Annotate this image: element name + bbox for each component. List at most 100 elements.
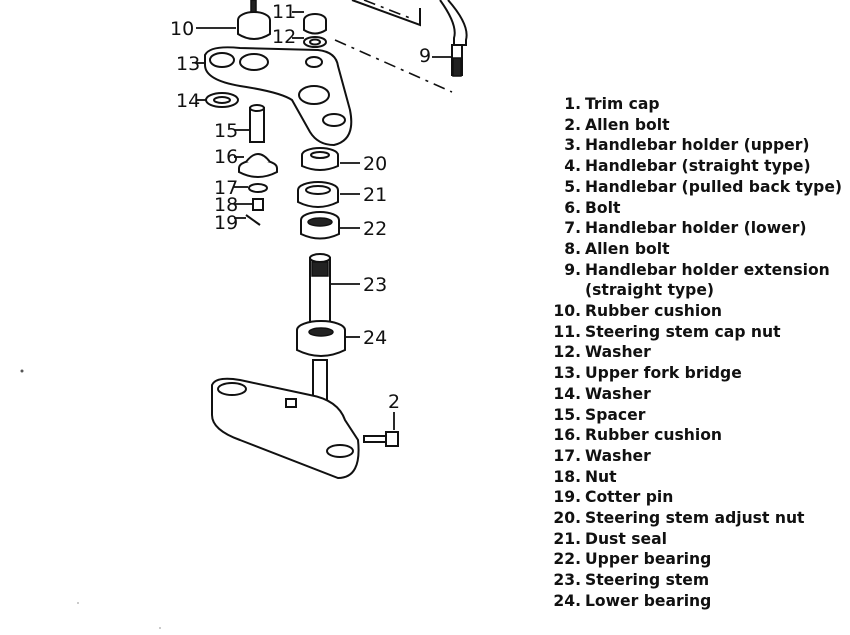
washer-14 bbox=[205, 92, 239, 108]
legend-item-number: 24. bbox=[553, 591, 581, 610]
rubber-cushion-top bbox=[196, 0, 271, 40]
legend-item-number: 9. bbox=[564, 260, 581, 279]
legend-item-text: Washer bbox=[585, 446, 651, 465]
callout-9: 9 bbox=[419, 45, 431, 67]
legend-item: 23.Steering stem bbox=[552, 570, 842, 591]
legend-item-text: Trim cap bbox=[585, 95, 660, 113]
legend-item-number: 23. bbox=[553, 571, 581, 590]
callout-13: 13 bbox=[176, 53, 200, 75]
exploded-diagram: 2 9 10 11 12 13 14 15 16 17 18 19 20 21 … bbox=[20, 0, 468, 629]
legend-item: 8.Allen bolt bbox=[552, 239, 842, 260]
legend-item-text: Rubber cushion bbox=[585, 302, 723, 321]
legend-item: 16.Rubber cushion bbox=[552, 425, 842, 446]
legend-item: (straight type) bbox=[552, 280, 842, 301]
callout-23: 23 bbox=[363, 274, 387, 296]
legend-item: 5.Handlebar (pulled back type) bbox=[552, 177, 842, 198]
callout-14: 14 bbox=[176, 90, 200, 112]
legend-item-number: 18. bbox=[553, 467, 581, 486]
legend-item-number bbox=[552, 280, 581, 301]
rubber-cushion-16 bbox=[234, 153, 278, 178]
legend-item-text: Upper fork bridge bbox=[585, 364, 742, 383]
legend-item-text: Handlebar holder (lower) bbox=[585, 219, 807, 238]
legend-item-text: Handlebar (straight type) bbox=[585, 157, 811, 176]
legend-item: 19.Cotter pin bbox=[552, 487, 842, 508]
legend-item-text: Washer bbox=[585, 343, 651, 362]
legend-item-text: Washer bbox=[585, 384, 651, 403]
legend-item-number: 15. bbox=[553, 405, 581, 424]
legend-item-text: Nut bbox=[585, 467, 617, 486]
legend-item: 24.Lower bearing bbox=[552, 591, 842, 612]
cotter-pin-19 bbox=[245, 214, 261, 226]
legend-item: 11.Steering stem cap nut bbox=[552, 322, 842, 343]
legend-item-text: Lower bearing bbox=[585, 591, 712, 610]
legend-item: 10.Rubber cushion bbox=[552, 301, 842, 322]
legend-item-text: Cotter pin bbox=[585, 488, 674, 507]
callout-10: 10 bbox=[170, 18, 194, 40]
legend-item-number: 10. bbox=[553, 302, 581, 321]
callout-22: 22 bbox=[363, 218, 387, 240]
adjust-nut bbox=[301, 147, 360, 171]
nut-18 bbox=[252, 198, 264, 211]
callout-17: 17 bbox=[214, 177, 238, 199]
callout-18: 18 bbox=[214, 194, 238, 216]
legend-item: 22.Upper bearing bbox=[552, 549, 842, 570]
legend-item-number: 19. bbox=[553, 488, 581, 507]
legend-item-number: 5. bbox=[564, 177, 581, 196]
legend-item: 2.Allen bolt bbox=[552, 115, 842, 136]
callout-12: 12 bbox=[272, 26, 296, 48]
legend-item-number: 22. bbox=[553, 550, 581, 569]
legend-item-text: Handlebar holder (upper) bbox=[585, 136, 810, 155]
legend-item: 1.Trim cap bbox=[552, 94, 842, 115]
legend-item-number: 6. bbox=[564, 198, 581, 217]
legend-item-number: 20. bbox=[553, 509, 581, 528]
washer-17 bbox=[248, 183, 268, 193]
legend-item-text: Rubber cushion bbox=[585, 426, 723, 445]
legend-item: 17.Washer bbox=[552, 446, 842, 467]
legend-item: 20.Steering stem adjust nut bbox=[552, 508, 842, 529]
legend-item-number: 8. bbox=[564, 239, 581, 258]
allen-bolt-2 bbox=[363, 412, 399, 447]
dust-seal bbox=[297, 181, 360, 208]
legend-item-number: 4. bbox=[564, 157, 581, 176]
legend-item-text: (straight type) bbox=[585, 281, 715, 300]
lower-bearing bbox=[296, 320, 360, 357]
legend-item-text: Steering stem bbox=[585, 571, 710, 590]
legend-item: 14.Washer bbox=[552, 384, 842, 405]
callout-15: 15 bbox=[214, 120, 238, 142]
legend-item-text: Upper bearing bbox=[585, 550, 712, 569]
legend-item-number: 7. bbox=[564, 219, 581, 238]
legend-item-text: Steering stem cap nut bbox=[585, 322, 781, 341]
legend-item: 9.Handlebar holder extension bbox=[552, 260, 842, 281]
legend-item-text: Handlebar holder extension bbox=[585, 260, 830, 279]
cap-nut-and-washer bbox=[292, 11, 327, 48]
legend-item: 7.Handlebar holder (lower) bbox=[552, 218, 842, 239]
legend-item-number: 13. bbox=[553, 364, 581, 383]
callout-19: 19 bbox=[214, 212, 238, 234]
legend-item: 15.Spacer bbox=[552, 405, 842, 426]
legend-item-text: Allen bolt bbox=[585, 115, 670, 134]
legend-item-number: 16. bbox=[553, 426, 581, 445]
callout-16: 16 bbox=[214, 146, 238, 168]
callout-2: 2 bbox=[388, 391, 400, 413]
callout-11: 11 bbox=[272, 1, 296, 23]
legend-item: 6.Bolt bbox=[552, 198, 842, 219]
handlebar-extension bbox=[334, 0, 468, 93]
legend-item-text: Bolt bbox=[585, 198, 621, 217]
legend-item-number: 11. bbox=[553, 322, 581, 341]
legend-item: 21.Dust seal bbox=[552, 529, 842, 550]
legend-item-text: Allen bolt bbox=[585, 239, 670, 258]
legend-item-number: 2. bbox=[564, 115, 581, 134]
legend-item-number: 12. bbox=[553, 343, 581, 362]
legend-item-text: Spacer bbox=[585, 405, 646, 424]
callout-20: 20 bbox=[363, 153, 387, 175]
legend-item-text: Handlebar (pulled back type) bbox=[585, 177, 843, 196]
legend-item: 18.Nut bbox=[552, 467, 842, 488]
legend-item-number: 1. bbox=[564, 95, 581, 113]
legend-item: 3.Handlebar holder (upper) bbox=[552, 135, 842, 156]
legend-item-text: Steering stem adjust nut bbox=[585, 509, 805, 528]
callout-24: 24 bbox=[363, 327, 387, 349]
legend-item-text: Dust seal bbox=[585, 529, 667, 548]
legend-item: 12.Washer bbox=[552, 342, 842, 363]
upper-fork-bridge bbox=[196, 46, 353, 147]
